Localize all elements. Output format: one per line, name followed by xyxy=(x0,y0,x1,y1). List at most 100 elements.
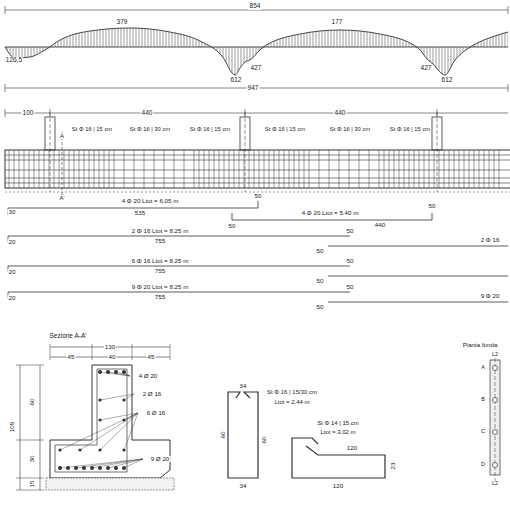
dimension-label: 9 Ø 20 xyxy=(150,456,171,462)
stirrup-stroke xyxy=(424,150,425,188)
stirrup-stroke xyxy=(339,150,340,188)
stirrup-stroke xyxy=(384,150,385,188)
leader-line xyxy=(108,372,130,376)
dimension-label: 60 xyxy=(29,398,35,407)
dimension-label: 30 xyxy=(8,209,17,215)
stirrup-stroke xyxy=(194,150,195,188)
stirrup-stroke xyxy=(14,150,15,188)
stirrup-stroke xyxy=(109,150,110,188)
leader-line xyxy=(100,413,138,450)
dimension-label: 535 xyxy=(134,210,146,216)
stirrup-stroke xyxy=(249,150,250,188)
dimension-label: Sezione A-A' xyxy=(48,333,87,340)
stirrup-section xyxy=(55,369,127,472)
dimension-label: 440 xyxy=(374,222,386,228)
stirrup-stroke xyxy=(389,150,390,188)
dimension-label: 60 xyxy=(220,431,226,440)
dimension-label: 4 Φ 20 Ltot = 6.05 m xyxy=(121,198,180,204)
stirrup-stroke xyxy=(399,150,400,188)
leader-line xyxy=(116,372,130,376)
stirrup-stroke xyxy=(114,150,115,188)
stirrup-stroke xyxy=(289,150,290,188)
section-outline xyxy=(50,365,170,478)
column-mark xyxy=(493,463,498,468)
dimension-label: 126,5 xyxy=(5,57,23,64)
stirrup-stroke xyxy=(349,150,350,188)
stirrup-stroke xyxy=(244,150,245,188)
stirrup-stroke xyxy=(409,150,410,188)
dimension-label: St Φ 16 | 15/30 cm xyxy=(266,389,318,395)
leader-line xyxy=(124,394,134,400)
stirrup-stroke xyxy=(264,150,265,188)
dimension-label: 30 xyxy=(29,455,35,464)
leader-line xyxy=(60,459,143,468)
dimension-tick xyxy=(16,440,44,441)
beam-outline xyxy=(5,150,510,188)
dimension-label: 947 xyxy=(247,85,260,92)
dimension-label: 427 xyxy=(250,65,263,72)
stirrup-stroke xyxy=(134,150,135,188)
dimension-label: 854 xyxy=(249,3,262,10)
dimension-line xyxy=(40,365,41,490)
dimension-label: St Φ 16 | 15 cm xyxy=(389,127,431,133)
dimension-label: 60 xyxy=(261,436,267,445)
draw-line xyxy=(508,84,509,92)
stirrup-stroke xyxy=(309,150,310,188)
dimension-label: 40 xyxy=(108,354,117,360)
bar-shape xyxy=(8,292,350,298)
dimension-label: L2 xyxy=(491,352,499,358)
dimension-label: St Φ 16 | 15 cm xyxy=(264,127,306,133)
dimension-label: 6 Φ 16 Ltot = 8.25 m xyxy=(131,258,190,264)
stirrup-stroke xyxy=(229,150,230,188)
dimension-tick xyxy=(16,478,44,479)
column-mark xyxy=(493,366,498,371)
stirrup-stroke xyxy=(439,150,440,188)
stirrup-stroke xyxy=(164,150,165,188)
stirrup-stroke xyxy=(219,150,220,188)
dimension-line xyxy=(5,113,508,114)
stirrup-stroke xyxy=(419,150,420,188)
dimension-label: St Φ 16 | 30 cm xyxy=(329,127,371,133)
stirrup-detail xyxy=(228,392,258,478)
leader-line xyxy=(80,413,138,450)
stirrup-stroke xyxy=(29,150,30,188)
leader-line xyxy=(60,413,138,450)
dimension-label: 45 xyxy=(67,354,76,360)
dimension-label: 4 Φ 20 Ltot = 5.40 m xyxy=(301,210,360,216)
dimension-label: A xyxy=(59,133,65,139)
section-cut-line xyxy=(62,132,63,200)
stirrup-stroke xyxy=(19,150,20,188)
draw-line xyxy=(508,6,509,14)
stirrup-stroke xyxy=(429,150,430,188)
dimension-label: 20 xyxy=(8,295,17,301)
dimension-label: 15 xyxy=(29,480,35,489)
dimension-label: 440 xyxy=(141,110,154,117)
stirrup-stroke xyxy=(279,150,280,188)
dimension-label: St Φ 14 | 15 cm xyxy=(316,420,360,426)
stirrup-stroke xyxy=(284,150,285,188)
dimension-label: 45 xyxy=(147,354,156,360)
dimension-label: 2 Φ 16 xyxy=(480,237,501,243)
stirrup-detail xyxy=(292,438,385,478)
dimension-line xyxy=(5,10,508,11)
leader-line xyxy=(124,459,143,468)
bar-shape xyxy=(328,276,508,277)
dimension-label: B xyxy=(480,397,486,403)
leader-line xyxy=(92,459,143,468)
dimension-label: Ltot = 2.44 m xyxy=(273,399,310,405)
stirrup-stroke xyxy=(294,150,295,188)
stirrup-stroke xyxy=(379,150,380,188)
dimension-label: L2 xyxy=(491,481,499,487)
stirrup-stroke xyxy=(414,150,415,188)
moment-hatch xyxy=(5,28,508,75)
linework xyxy=(5,6,510,490)
stirrup-stroke xyxy=(494,150,495,188)
dimension-label: 6 Ø 16 xyxy=(146,410,167,416)
stirrup-stroke xyxy=(444,150,445,188)
stirrup-stroke xyxy=(479,150,480,188)
dimension-label: 427 xyxy=(420,65,433,72)
stirrup-stroke xyxy=(49,150,50,188)
leader-line xyxy=(100,372,130,376)
stirrup-stroke xyxy=(64,150,65,188)
